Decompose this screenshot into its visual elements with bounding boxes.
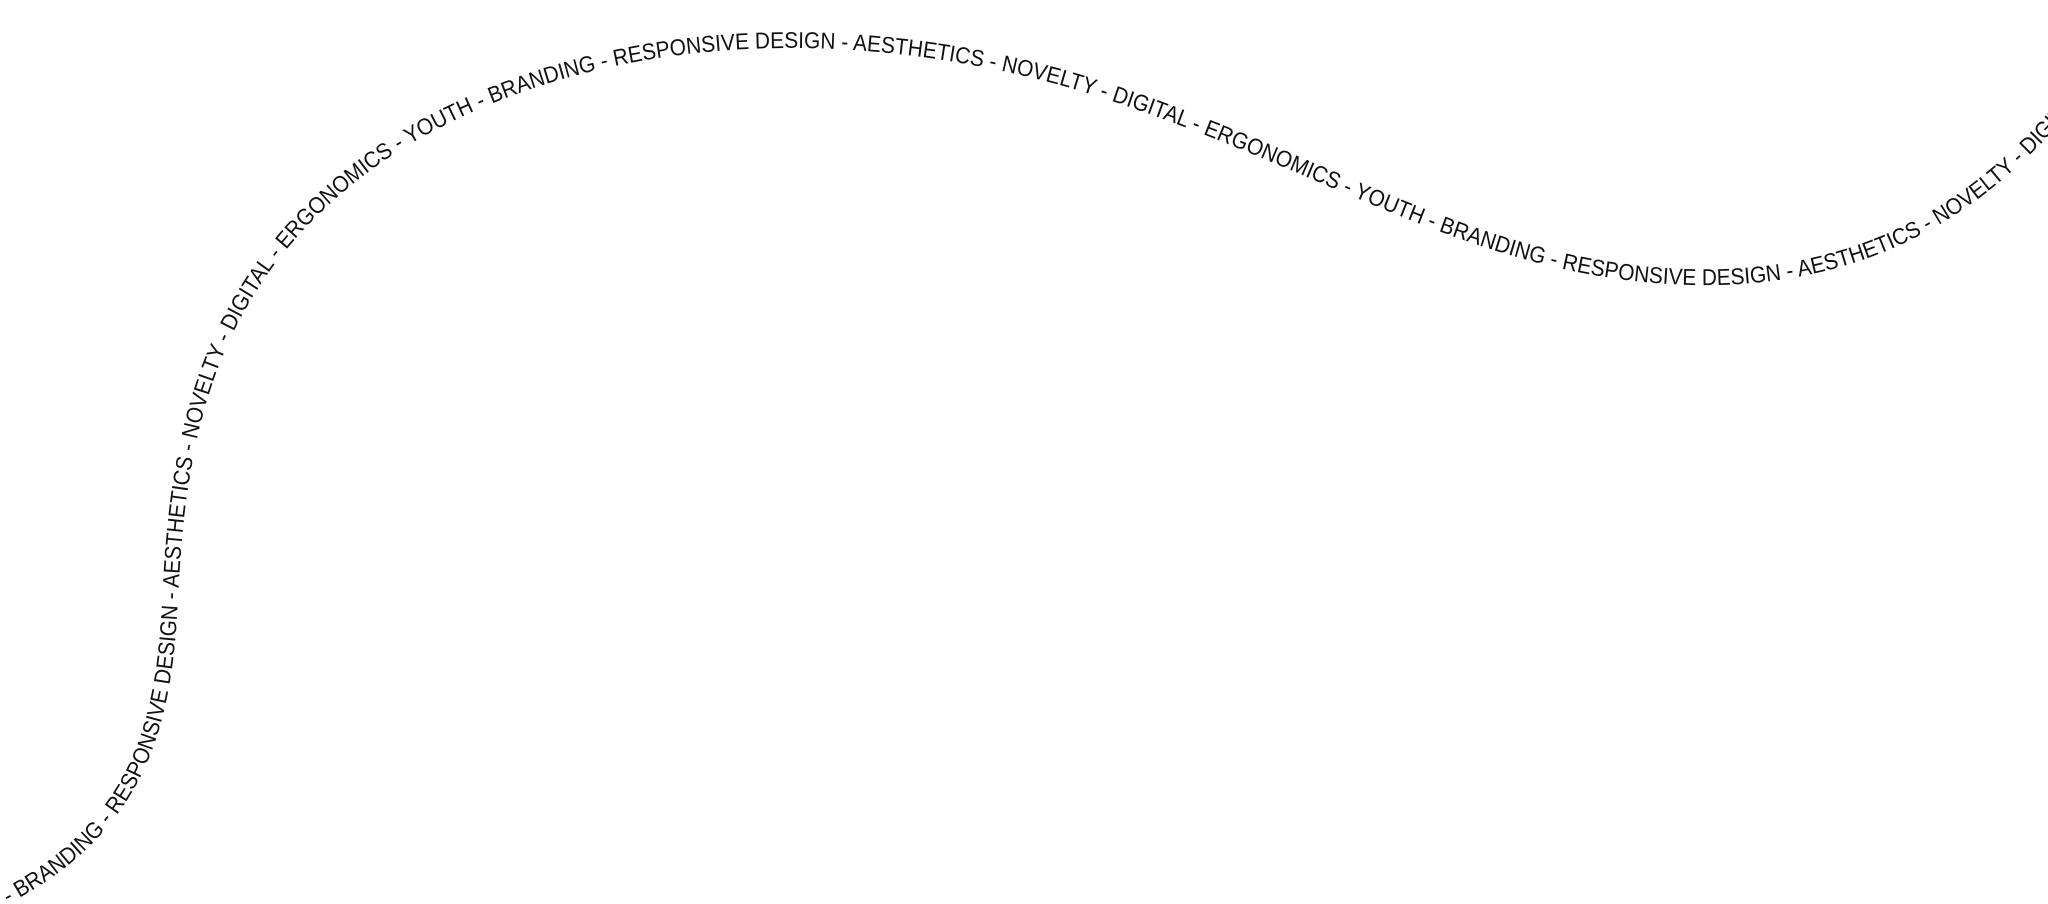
- wave-text-path: - BRANDING - RESPONSIVE DESIGN - AESTHET…: [0, 27, 2048, 904]
- wave-text: - BRANDING - RESPONSIVE DESIGN - AESTHET…: [0, 27, 2048, 904]
